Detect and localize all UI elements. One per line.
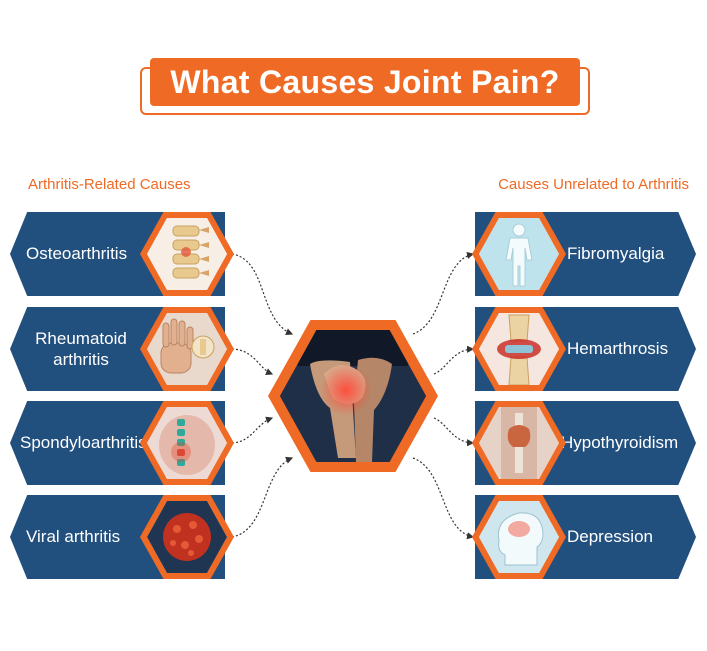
connector-viral [231,456,294,538]
hand-joint-icon [140,307,234,391]
knee-pain-photo [280,330,426,462]
cause-label: Viral arthritis [26,527,121,547]
lower-back-icon [140,401,234,485]
connector-depression [412,457,475,540]
cause-label: Hemarthrosis [567,339,669,359]
cause-label: Spondyloarthritis [20,433,147,453]
spine-vertebrae-icon [140,212,234,296]
cause-label: Depression [567,527,653,547]
connector-spondylo [231,416,274,444]
cause-label: Rheumatoid arthritis [35,328,127,369]
virus-icon [140,495,234,579]
connector-osteoarthritis [231,253,294,336]
cause-label: Hypothyroidism [561,433,679,453]
connector-hemarthrosis [433,345,475,375]
center-knee-image [268,320,438,472]
connector-rheumatoid [231,348,274,375]
right-section-label: Causes Unrelated to Arthritis [498,176,689,193]
cause-label: Fibromyalgia [567,244,665,264]
body-figure-icon [472,212,566,296]
connector-fibromyalgia [412,251,475,335]
page-title: What Causes Joint Pain? [150,58,580,106]
left-section-label: Arthritis-Related Causes [28,176,191,193]
connector-hypothyroidism [433,417,475,447]
cause-label: Osteoarthritis [26,244,128,264]
